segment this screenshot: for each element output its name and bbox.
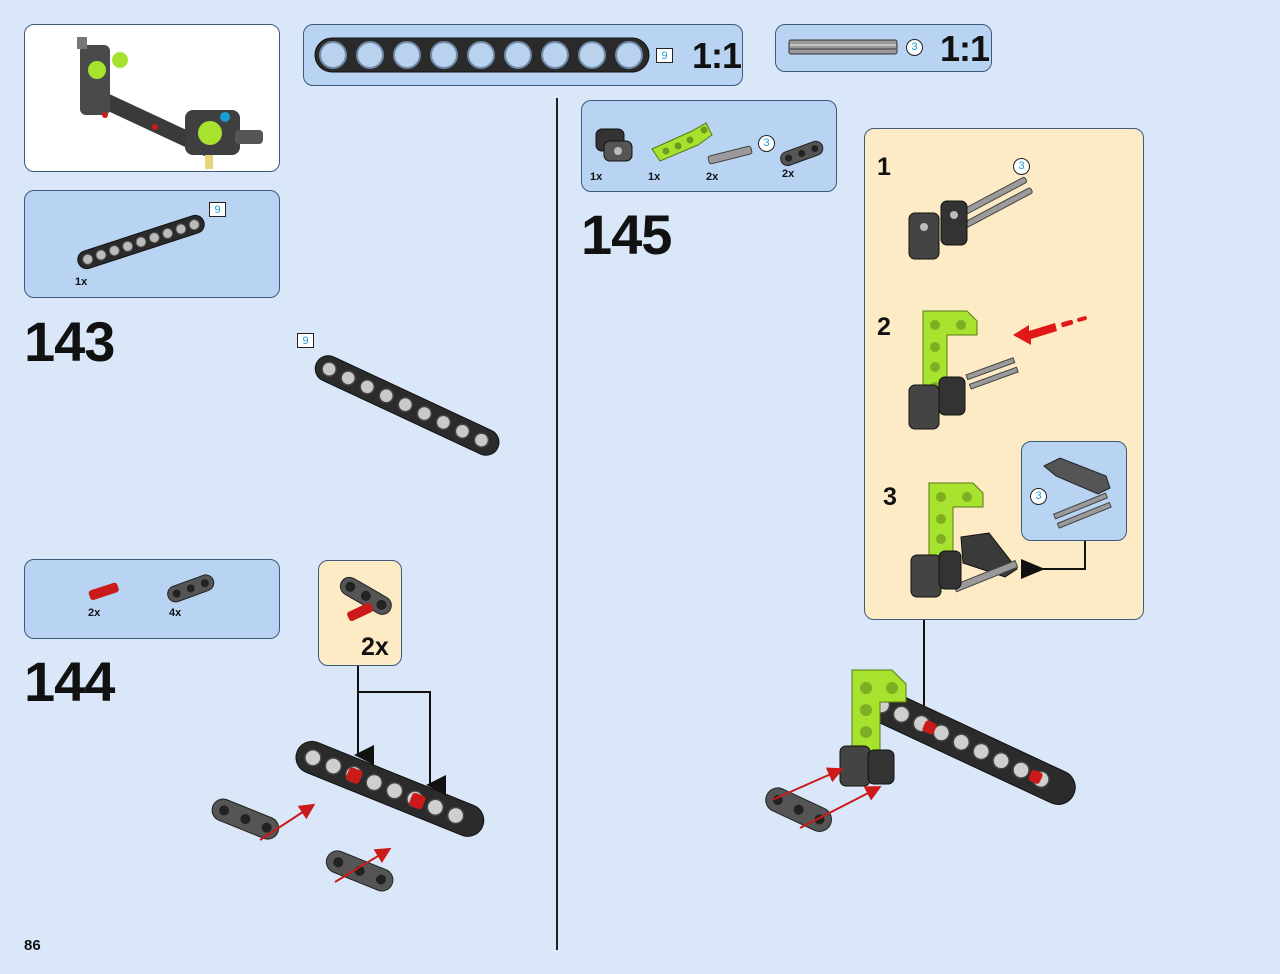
axle-scale-panel: 3 1:1 [775, 24, 992, 72]
connector-block-part [595, 128, 633, 162]
red-connector-qty: 2x [88, 607, 101, 619]
beam-qty: 1x [75, 276, 88, 288]
lime-liftarm-part [651, 122, 713, 162]
substep-3-inset-panel: 3 [1021, 441, 1127, 541]
model-overview-panel [24, 24, 280, 172]
placement-arrow-right [358, 691, 446, 795]
step-144-parts-panel: 2x 4x [24, 559, 280, 639]
step-143-parts-panel: 9 1x [24, 190, 280, 298]
step-144-build-image [211, 666, 485, 892]
grey-liftarm-part [780, 140, 824, 167]
step-144-subassembly-callout: 2x [318, 560, 402, 666]
substep-2-image [908, 310, 1087, 430]
callout-beam-length-label: 9 [297, 333, 314, 348]
substep-3-inset-length-label: 3 [1030, 488, 1047, 505]
connector-block-qty: 1x [590, 171, 603, 183]
beam-scale-ratio: 1:1 [692, 35, 742, 76]
axle-3-part [707, 145, 753, 165]
page-number: 86 [24, 937, 41, 954]
substep-1-number: 1 [877, 153, 891, 181]
beam-scale-length-label: 9 [656, 48, 673, 63]
substep-3-number: 3 [883, 483, 897, 511]
subassembly-image [339, 576, 392, 622]
step-145-parts-panel: 1x 1x 3 2x 2x [581, 100, 837, 192]
step-143-number: 143 [24, 310, 115, 373]
beam-length-label: 9 [209, 202, 226, 217]
step-145-build-image [765, 620, 1076, 832]
substep-1-length-label: 3 [1013, 158, 1030, 175]
substep-2-number: 2 [877, 313, 891, 341]
substep-3-image [910, 482, 1086, 598]
red-connector-part [88, 582, 119, 600]
liftarm-3-part [167, 574, 215, 603]
grey-liftarm-qty: 2x [782, 168, 795, 180]
liftarm-qty: 4x [169, 607, 182, 619]
substep-1-image [908, 176, 1033, 260]
step-145-subassembly-callout: 1 3 2 3 3 [864, 128, 1144, 620]
beam-scale-panel: 9 1:1 [303, 24, 743, 86]
substep-3-inset-image [1043, 457, 1112, 529]
axle-scale-image [788, 39, 898, 55]
beam-scale-image [314, 37, 650, 73]
axle-length-label: 3 [758, 135, 775, 152]
axle-scale-length-label: 3 [906, 39, 923, 56]
axle-scale-ratio: 1:1 [940, 28, 990, 69]
beam-9-part [77, 214, 205, 270]
axle-qty: 2x [706, 171, 719, 183]
lime-liftarm-qty: 1x [648, 171, 661, 183]
column-divider [556, 98, 558, 950]
subassembly-multiplier: 2x [361, 633, 389, 661]
step-145-number: 145 [581, 203, 672, 266]
step-144-number: 144 [24, 650, 115, 713]
model-overview-image [77, 37, 263, 169]
step-143-build-image [314, 355, 500, 456]
